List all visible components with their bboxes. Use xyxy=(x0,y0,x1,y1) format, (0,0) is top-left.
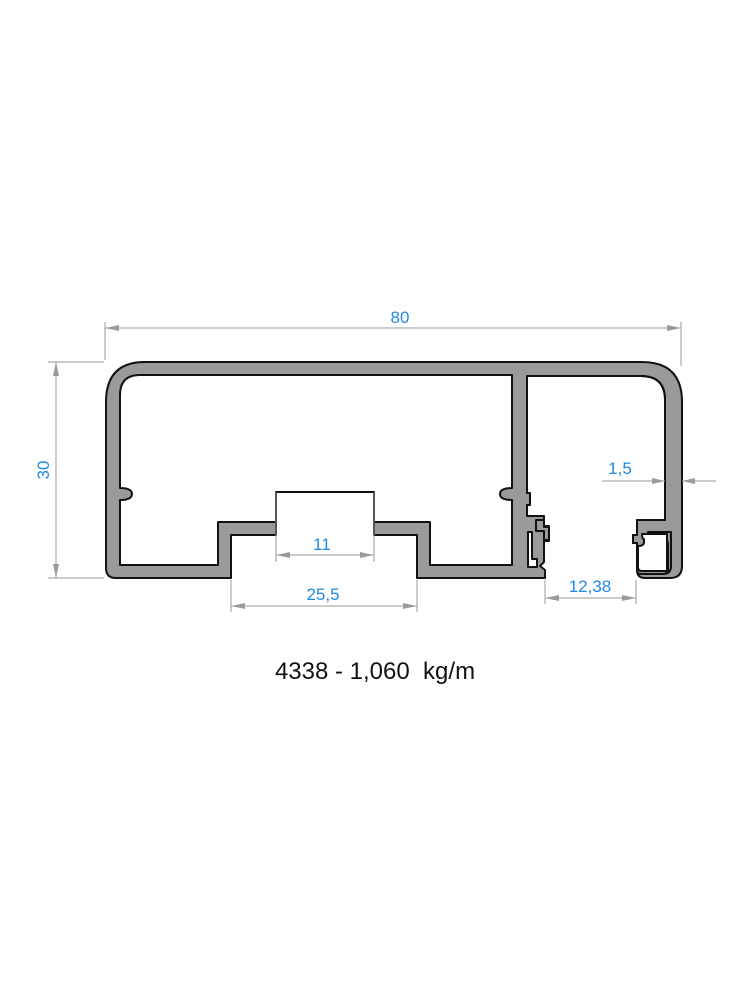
dimension-channel-gap-label: 12,38 xyxy=(569,577,612,596)
profile-hook-lip xyxy=(535,519,550,541)
dimension-channel-gap xyxy=(544,580,637,604)
dimension-wall xyxy=(602,478,716,484)
profile-main-chamber xyxy=(119,374,513,566)
profile-left-pocket xyxy=(527,531,538,568)
dimension-width-label: 80 xyxy=(391,308,410,327)
profile-side-chamber xyxy=(527,375,672,575)
dimension-wall-label: 1,5 xyxy=(608,459,632,478)
profile-right-pocket xyxy=(637,533,668,572)
dimension-slot-outer xyxy=(230,580,418,612)
profile-cross-section xyxy=(105,361,683,579)
dimension-slot-inner-label: 11 xyxy=(313,535,331,554)
dimension-width xyxy=(104,322,682,366)
profile-caption: 4338 - 1,060 kg/m xyxy=(274,658,476,685)
dimension-slot-inner xyxy=(275,492,375,562)
dimension-height xyxy=(48,361,104,579)
dimension-slot-outer-label: 25,5 xyxy=(306,585,339,604)
dimension-height-label: 30 xyxy=(34,461,53,480)
